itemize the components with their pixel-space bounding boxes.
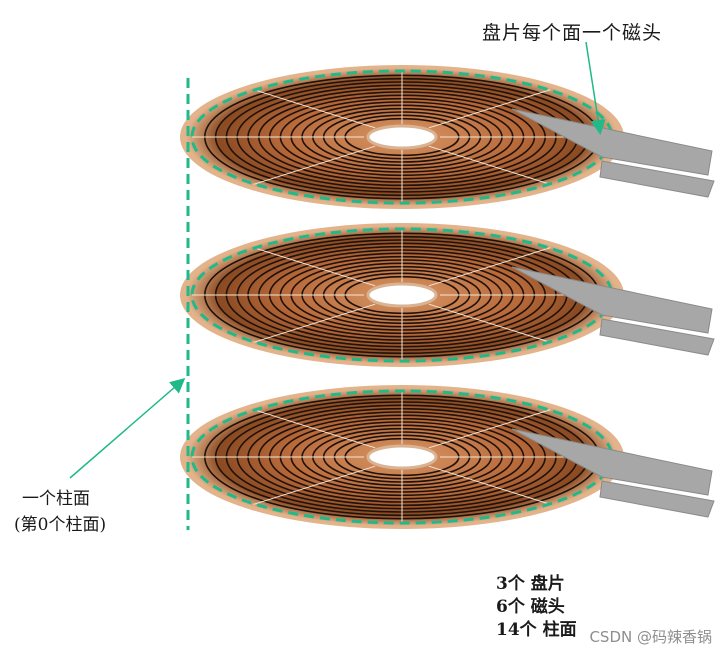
head-arm-lower bbox=[599, 160, 715, 198]
head-arm-upper bbox=[511, 428, 713, 496]
sector-line bbox=[428, 145, 551, 185]
summary-block: 3个 盘片 6个 磁头 14个 柱面 bbox=[496, 573, 577, 642]
sector-line bbox=[428, 465, 551, 505]
platter-3 bbox=[180, 385, 715, 529]
sector-line bbox=[428, 409, 551, 449]
platter-2 bbox=[180, 223, 715, 367]
head-arm-upper bbox=[511, 108, 713, 176]
cylinder-label: 一个柱面 bbox=[22, 489, 90, 509]
sector-line bbox=[253, 89, 376, 129]
sector-line bbox=[253, 247, 376, 287]
sector-line bbox=[428, 89, 551, 129]
watermark: CSDN @码辣香锅 bbox=[589, 628, 712, 646]
summary-heads: 6个 磁头 bbox=[496, 597, 565, 617]
summary-cylinders: 14个 柱面 bbox=[496, 620, 577, 640]
spindle-hole bbox=[366, 282, 438, 308]
summary-platters: 3个 盘片 bbox=[496, 574, 565, 594]
spindle-hole bbox=[366, 124, 438, 150]
platter-1 bbox=[180, 65, 715, 209]
cylinder-arrow bbox=[69, 378, 186, 479]
sector-line bbox=[253, 409, 376, 449]
sector-line bbox=[428, 303, 551, 343]
heads-per-surface-label: 盘片每个面一个磁头 bbox=[482, 22, 663, 44]
head-arm-lower bbox=[599, 480, 715, 518]
cylinder-sub-label: (第0个柱面) bbox=[14, 515, 107, 535]
head-arm-upper bbox=[511, 266, 713, 334]
head-arm-lower bbox=[599, 318, 715, 356]
sector-line bbox=[253, 145, 376, 185]
sector-line bbox=[428, 247, 551, 287]
head-arrow bbox=[585, 41, 606, 135]
sector-line bbox=[253, 303, 376, 343]
sector-line bbox=[253, 465, 376, 505]
spindle-hole bbox=[366, 444, 438, 470]
